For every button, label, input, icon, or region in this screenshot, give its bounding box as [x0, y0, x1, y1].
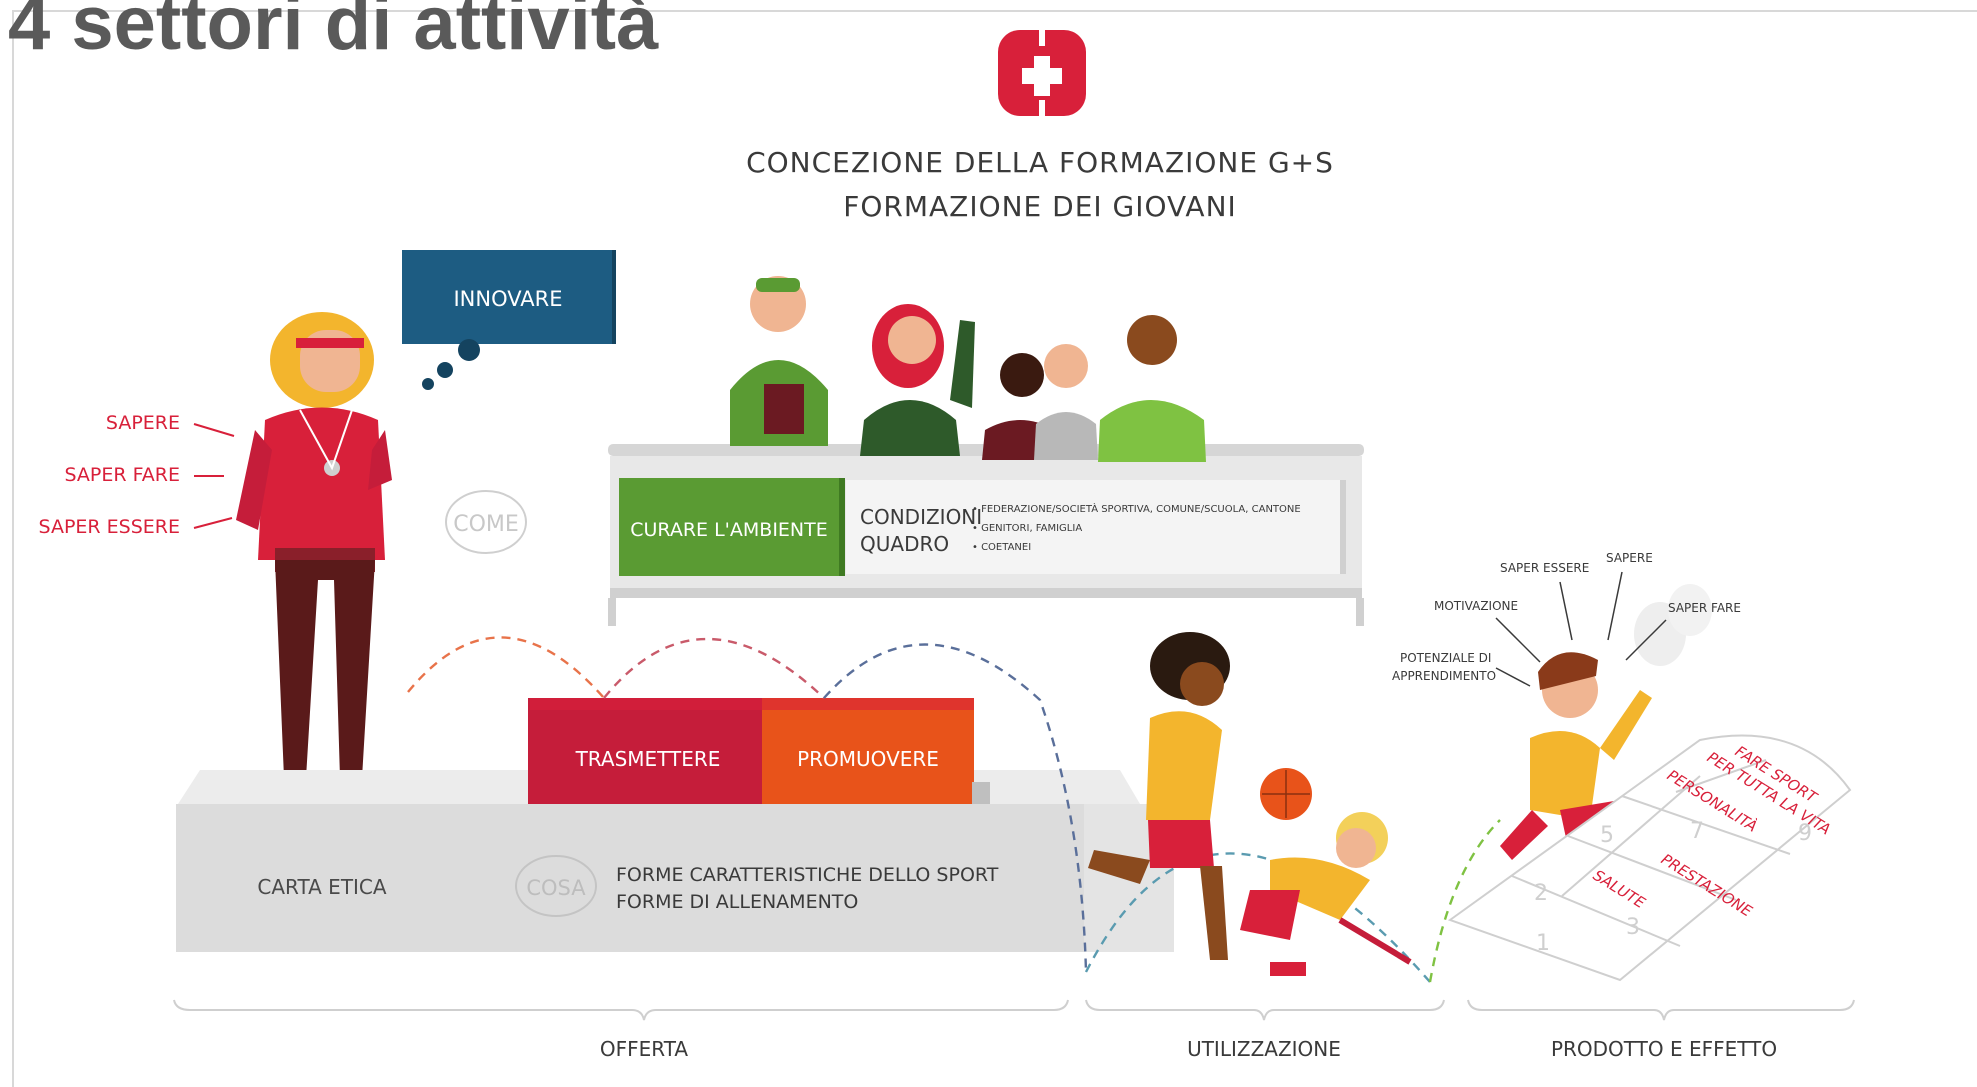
label-saper-essere: SAPER ESSERE: [39, 516, 180, 538]
child-labels: SAPER ESSERE SAPERE MOTIVAZIONE SAPER FA…: [1392, 551, 1741, 687]
child-label-motivazione: MOTIVAZIONE: [1434, 599, 1518, 613]
header-line-2: FORMAZIONE DEI GIOVANI: [843, 190, 1237, 223]
page-title: 4 settori di attività: [8, 0, 659, 66]
hopscotch-num-7: 7: [1690, 819, 1704, 844]
hockey-kid: [1240, 812, 1412, 976]
promuovere-label: PROMUOVERE: [797, 747, 939, 771]
conditions-title-2: QUADRO: [860, 532, 949, 556]
child-label-apprendimento: APPRENDIMENTO: [1392, 669, 1496, 683]
conditions-item-2: • GENITORI, FAMIGLIA: [972, 523, 1082, 534]
cosa-label: COSA: [526, 876, 586, 900]
environment-balcony: CURARE L'AMBIENTE CONDIZIONI QUADRO • FE…: [608, 444, 1364, 626]
child-label-potenziale: POTENZIALE DI: [1400, 651, 1491, 665]
content-frame: [12, 10, 1977, 1087]
carta-etica-label: CARTA ETICA: [257, 875, 387, 899]
label-sapere: SAPERE: [106, 412, 180, 434]
hopscotch-num-3: 3: [1626, 915, 1640, 940]
forme-line-2: FORME DI ALLENAMENTO: [616, 891, 858, 913]
coach-figure: [236, 312, 392, 796]
child-label-saper-fare: SAPER FARE: [1668, 601, 1741, 615]
header-line-1: CONCEZIONE DELLA FORMAZIONE G+S: [746, 146, 1334, 179]
gs-logo: [998, 30, 1086, 116]
innovare-label: INNOVARE: [453, 287, 562, 311]
spectators: [730, 276, 1206, 462]
child-label-saper-essere: SAPER ESSERE: [1500, 561, 1589, 575]
hopscotch: [1447, 734, 1852, 982]
hopscotch-num-2: 2: [1534, 881, 1548, 906]
hopscotch-num-5: 5: [1600, 823, 1614, 848]
coach-labels: SAPERE SAPER FARE SAPER ESSERE: [39, 412, 235, 538]
hopscotch-num-9: 9: [1798, 821, 1812, 846]
section-braces: [173, 999, 1855, 1021]
section-prodotto-effetto: PRODOTTO E EFFETTO: [1551, 1037, 1777, 1061]
forme-line-1: FORME CARATTERISTICHE DELLO SPORT: [616, 864, 999, 886]
offer-platform: TRASMETTERE PROMUOVERE CARTA ETICA COSA …: [176, 698, 1174, 952]
trasmettere-label: TRASMETTERE: [575, 747, 721, 771]
come-label: COME: [453, 512, 519, 537]
come-badge: COME: [445, 490, 527, 554]
hopscotch-num-1: 1: [1536, 931, 1550, 956]
environment-label: CURARE L'AMBIENTE: [630, 519, 828, 541]
child-label-sapere: SAPERE: [1606, 551, 1653, 565]
section-offerta: OFFERTA: [600, 1037, 688, 1061]
conditions-item-1: • FEDERAZIONE/SOCIETÀ SPORTIVA, COMUNE/S…: [972, 502, 1301, 515]
label-saper-fare: SAPER FARE: [64, 464, 180, 486]
innovare-bubble: INNOVARE: [402, 250, 616, 390]
bounce-arcs: [407, 636, 1501, 983]
basketball-player: [1088, 632, 1312, 960]
conditions-item-3: • COETANEI: [972, 542, 1031, 553]
conditions-title-1: CONDIZIONI: [860, 505, 982, 529]
section-utilizzazione: UTILIZZAZIONE: [1187, 1037, 1341, 1061]
